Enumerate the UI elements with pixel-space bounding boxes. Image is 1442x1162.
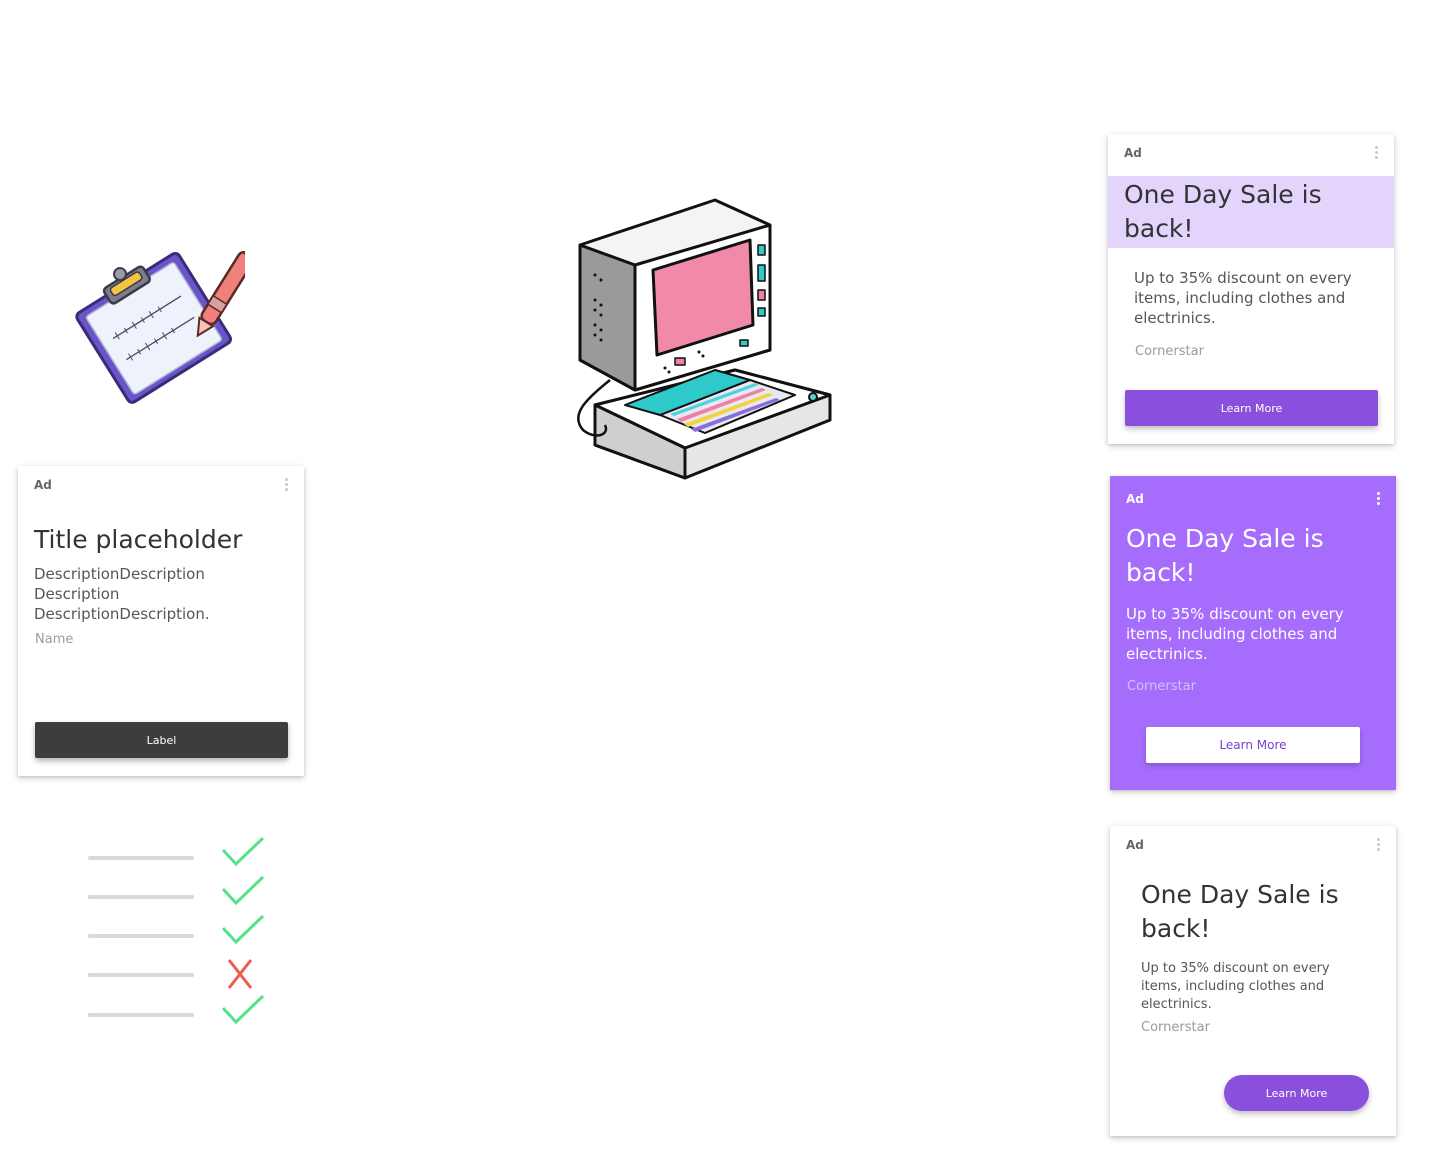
ad-card-rounded-button: Ad One Day Sale is back! Up to 35% disco…	[1110, 826, 1396, 1136]
checklist-line	[88, 1013, 194, 1017]
ad-label: Ad	[34, 478, 52, 492]
ad-card-highlight: Ad One Day Sale is back! Up to 35% disco…	[1108, 134, 1394, 444]
ad-card-default: Ad Title placeholder DescriptionDescript…	[18, 466, 304, 776]
advertiser-name: Cornerstar	[1127, 679, 1196, 694]
card-description: Up to 35% discount on every items, inclu…	[1141, 961, 1330, 1012]
title-banner	[1108, 176, 1394, 248]
retro-computer-icon	[577, 198, 832, 480]
ad-card-purple: Ad One Day Sale is back! Up to 35% disco…	[1110, 476, 1396, 790]
card-description: Up to 35% discount on every items, inclu…	[1126, 605, 1344, 663]
more-vertical-icon[interactable]	[1373, 146, 1379, 164]
checkmark-icon	[221, 994, 265, 1025]
checklist-line	[88, 895, 194, 899]
card-title: One Day Sale is back!	[1141, 880, 1339, 943]
card-title: One Day Sale is back!	[1126, 524, 1324, 587]
advertiser-name: Cornerstar	[1141, 1020, 1210, 1035]
cross-icon	[227, 959, 253, 989]
more-vertical-icon[interactable]	[1375, 492, 1381, 510]
checklist-line	[88, 934, 194, 938]
advertiser-name: Cornerstar	[1135, 344, 1204, 359]
checklist-line	[88, 973, 194, 977]
checkmark-icon	[221, 836, 265, 867]
ad-label: Ad	[1126, 838, 1144, 852]
advertiser-name: Name	[35, 632, 74, 647]
checklist-line	[88, 856, 194, 860]
more-vertical-icon[interactable]	[1375, 838, 1381, 856]
learn-more-button[interactable]: Learn More	[1146, 727, 1360, 763]
label-button[interactable]: Label	[35, 722, 288, 758]
card-title: Title placeholder	[34, 525, 243, 554]
ad-label: Ad	[1126, 492, 1144, 506]
more-vertical-icon[interactable]	[283, 478, 289, 496]
checkmark-icon	[221, 875, 265, 906]
checkmark-icon	[221, 914, 265, 945]
card-description: DescriptionDescription Description Descr…	[34, 565, 210, 623]
learn-more-button[interactable]: Learn More	[1125, 390, 1378, 426]
card-title: One Day Sale is back!	[1124, 180, 1322, 243]
card-description: Up to 35% discount on every items, inclu…	[1134, 269, 1352, 327]
learn-more-button[interactable]: Learn More	[1224, 1075, 1369, 1111]
ad-label: Ad	[1124, 146, 1142, 160]
clipboard-pen-icon	[75, 246, 245, 404]
